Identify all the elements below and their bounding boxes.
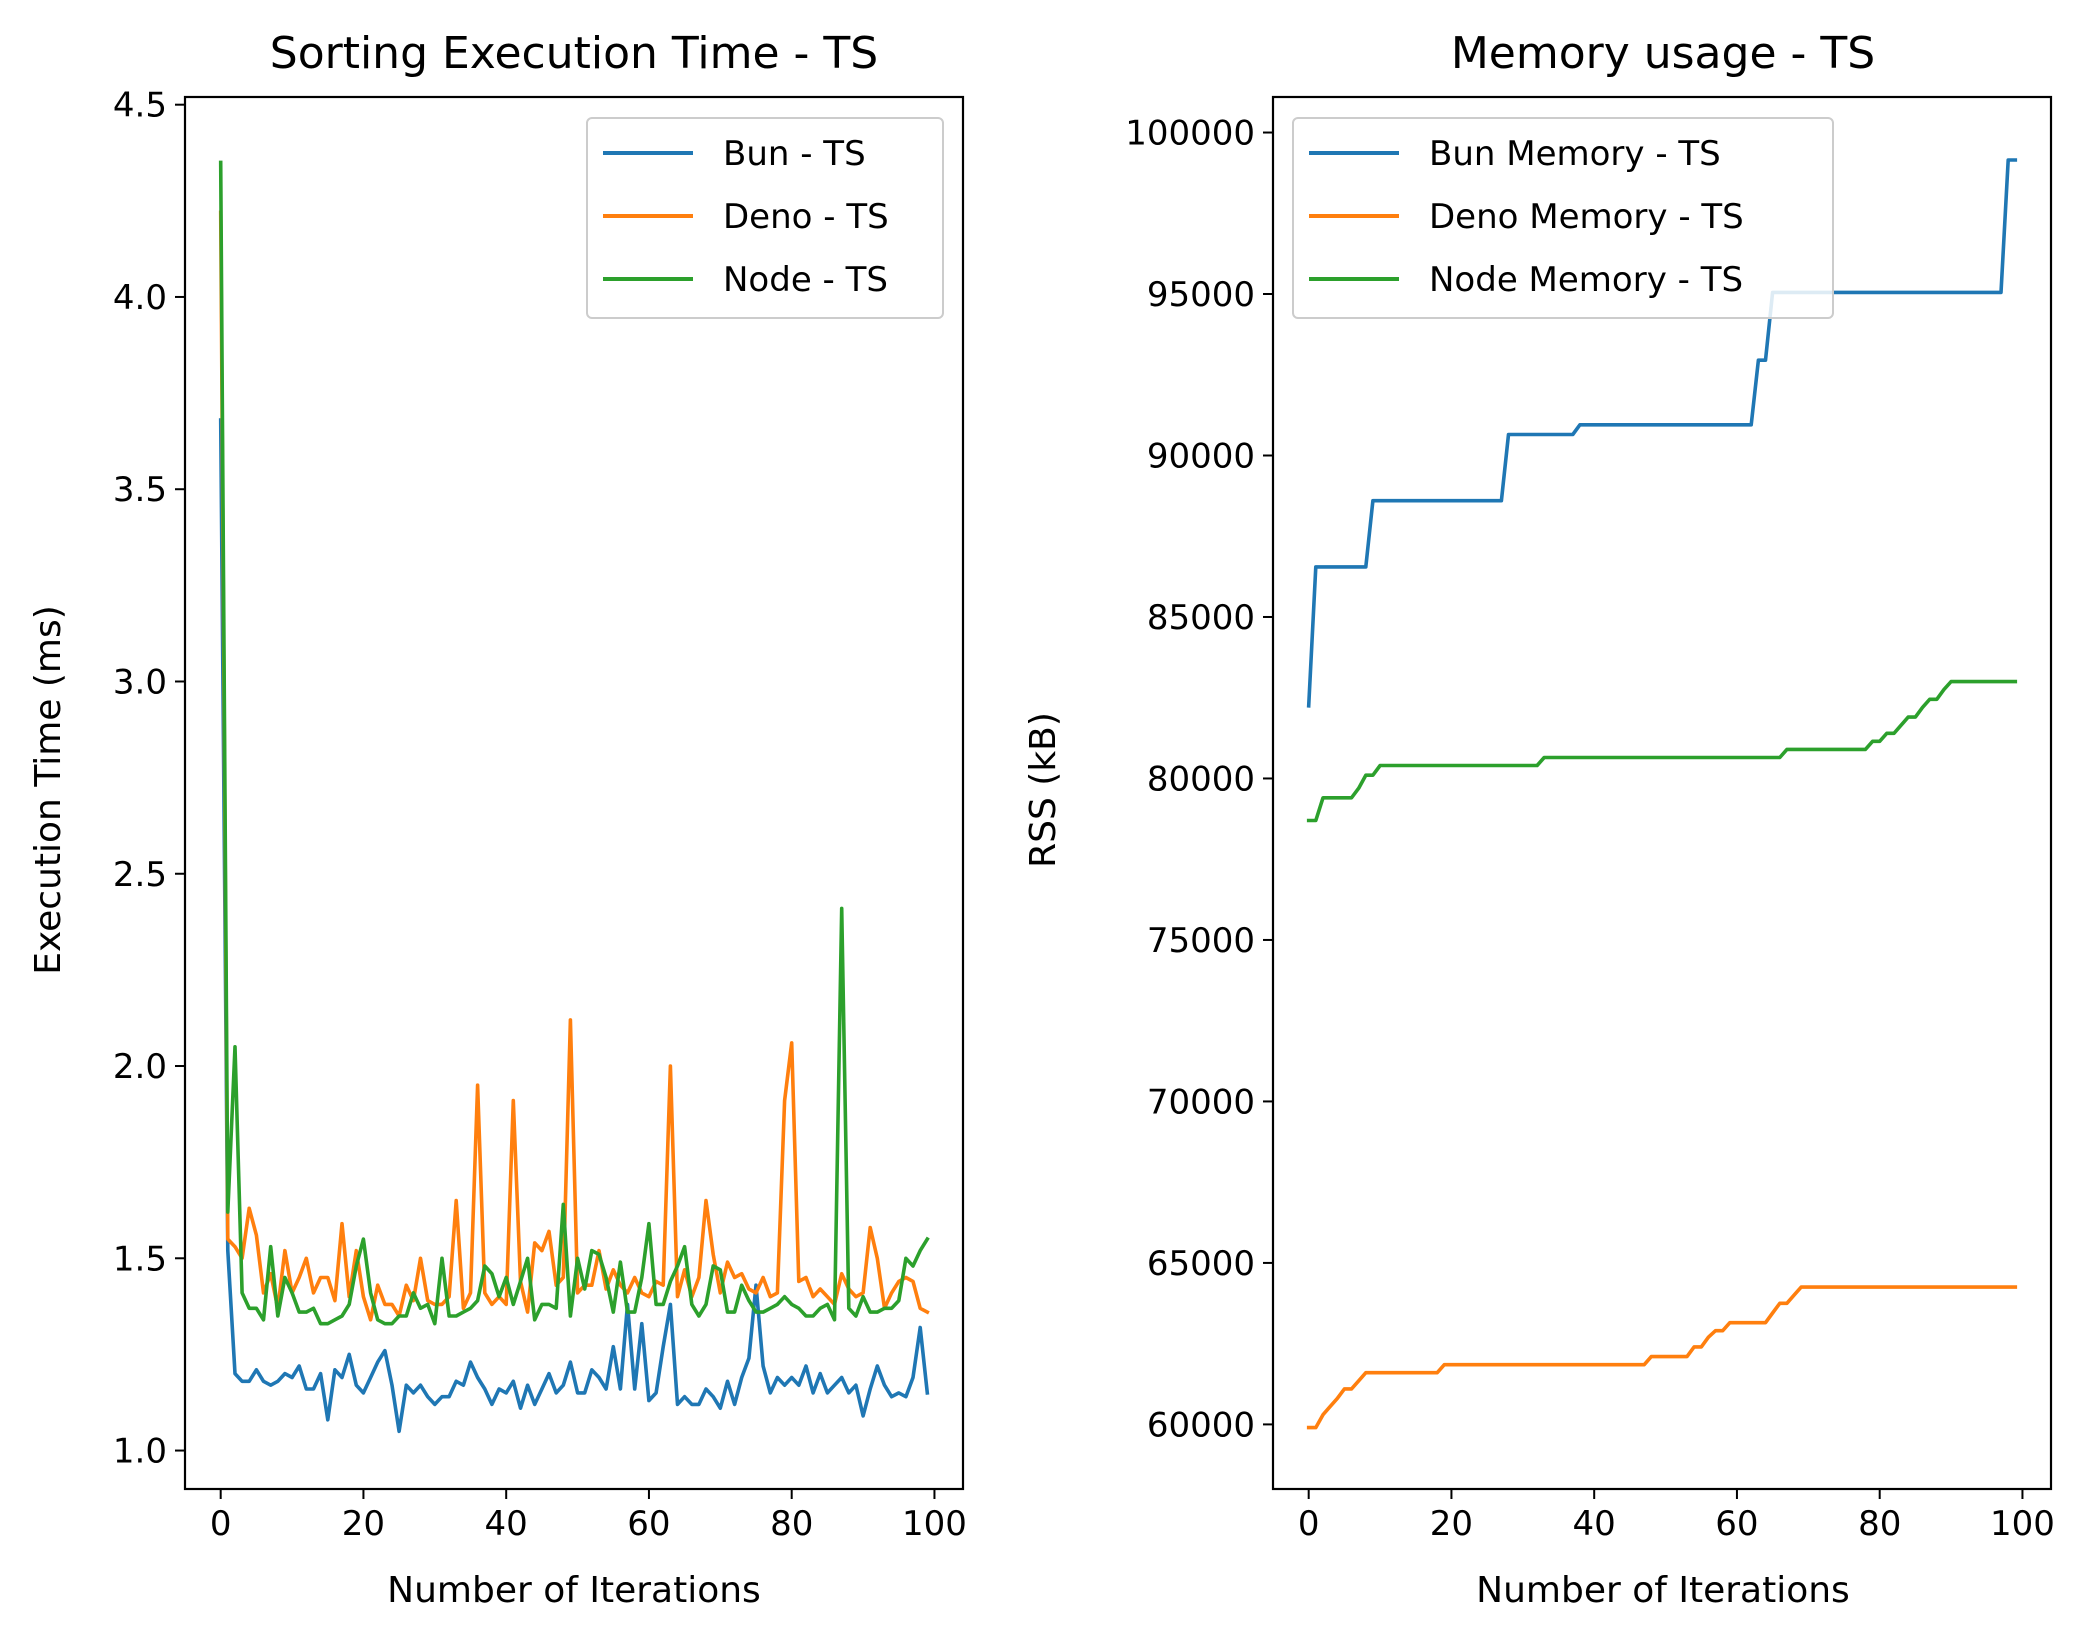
x-axis-label: Number of Iterations xyxy=(1476,1570,1850,1611)
y-axis-label: Execution Time (ms) xyxy=(28,605,69,975)
y-tick-label: 80000 xyxy=(1147,759,1255,799)
legend-label-deno: Deno - TS xyxy=(723,197,889,237)
axis-ticks: 0 20 40 60 80 100 1.0 1.5 2.0 2.5 3.0 3.5 4.0 4.5 xyxy=(113,86,967,1544)
x-tick-label: 0 xyxy=(1298,1504,1320,1544)
x-tick-label: 60 xyxy=(1715,1504,1758,1544)
x-tick-label: 100 xyxy=(1990,1504,2055,1544)
y-tick-label: 70000 xyxy=(1147,1082,1255,1122)
y-tick-label: 3.5 xyxy=(113,470,167,510)
x-tick-label: 40 xyxy=(1573,1504,1616,1544)
x-tick-label: 100 xyxy=(902,1504,967,1544)
legend-label-node: Node - TS xyxy=(723,260,888,300)
y-tick-label: 85000 xyxy=(1147,598,1255,638)
y-tick-label: 4.5 xyxy=(113,86,167,126)
legend-label-bun: Bun - TS xyxy=(723,134,866,174)
y-tick-label: 2.0 xyxy=(113,1047,167,1087)
x-tick-label: 80 xyxy=(1858,1504,1901,1544)
y-tick-label: 1.5 xyxy=(113,1239,167,1279)
y-tick-label: 90000 xyxy=(1147,436,1255,476)
y-tick-label: 65000 xyxy=(1147,1244,1255,1284)
series-line-node xyxy=(1306,679,2018,823)
y-tick-label: 3.0 xyxy=(113,662,167,702)
legend: Bun Memory - TS Deno Memory - TS Node Me… xyxy=(1292,117,1834,319)
axis-ticks: 0 20 40 60 80 100 60000 65000 70000 75000 80000 850… xyxy=(1125,114,2055,1544)
y-tick-label: 95000 xyxy=(1147,275,1255,315)
series-line-bun xyxy=(1306,158,2018,708)
x-tick-label: 80 xyxy=(770,1504,813,1544)
plot-frame xyxy=(183,95,965,1491)
series-line-bun xyxy=(218,418,930,1434)
y-axis-label: RSS (kB) xyxy=(1023,712,1064,868)
legend-box xyxy=(1292,117,1834,319)
x-tick-label: 0 xyxy=(210,1504,232,1544)
legend-label-bun: Bun Memory - TS xyxy=(1429,134,1721,174)
y-tick-label: 60000 xyxy=(1147,1405,1255,1445)
x-tick-label: 60 xyxy=(627,1504,670,1544)
x-tick-label: 40 xyxy=(485,1504,528,1544)
x-axis-label: Number of Iterations xyxy=(387,1570,761,1611)
y-tick-label: 1.0 xyxy=(113,1432,167,1472)
data-lines xyxy=(218,160,930,1434)
series-line-node xyxy=(218,160,930,1326)
legend-box xyxy=(586,117,944,319)
series-line-deno xyxy=(218,210,930,1322)
plot-frame xyxy=(1271,95,2053,1491)
y-tick-label: 75000 xyxy=(1147,921,1255,961)
chart-title: Memory usage - TS xyxy=(1451,28,1875,79)
execution-time-panel: Sorting Execution Time - TS Number of It… xyxy=(28,28,967,1611)
y-tick-label: 100000 xyxy=(1125,114,1255,154)
x-tick-label: 20 xyxy=(1430,1504,1473,1544)
chart-title: Sorting Execution Time - TS xyxy=(270,28,878,79)
series-line-deno xyxy=(1306,1285,2018,1430)
legend-label-deno: Deno Memory - TS xyxy=(1429,197,1744,237)
x-tick-label: 20 xyxy=(342,1504,385,1544)
y-tick-label: 2.5 xyxy=(113,855,167,895)
data-lines xyxy=(1306,158,2018,1430)
legend: Bun - TS Deno - TS Node - TS xyxy=(586,117,944,319)
legend-label-node: Node Memory - TS xyxy=(1429,260,1743,300)
y-tick-label: 4.0 xyxy=(113,278,167,318)
memory-usage-panel: Memory usage - TS Number of Iterations R… xyxy=(1023,28,2055,1611)
